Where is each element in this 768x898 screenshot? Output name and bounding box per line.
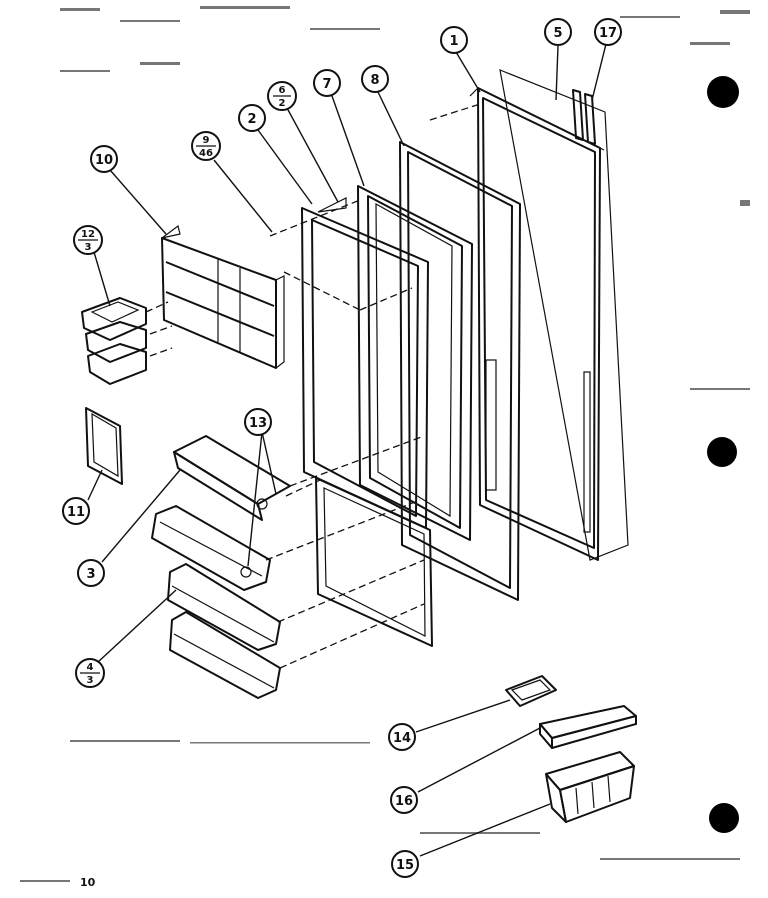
callout-1: 1 [440,26,468,54]
punch-hole-middle [707,437,737,467]
callout-11: 11 [62,497,90,525]
callout-6-2-top: 6 [279,85,286,96]
callout-16-label: 16 [395,794,413,809]
callout-3-label: 3 [86,567,95,582]
callout-12-3-bottom: 3 [85,242,92,253]
assembly-dashed-lines [145,103,481,669]
callout-3: 3 [77,559,105,587]
callout-7: 7 [313,69,341,97]
callout-15-label: 15 [396,858,414,873]
callout-7-label: 7 [322,77,331,92]
plate-part-11 [85,407,123,485]
page-number: 10 [80,876,96,889]
callout-16: 16 [390,786,418,814]
callout-15: 15 [391,850,419,878]
callout-9-46-bottom: 46 [199,148,213,159]
callout-8: 8 [361,65,389,93]
lower-gasket-frame [315,477,433,647]
callout-10-label: 10 [95,153,113,168]
callout-fraction-4-3: 4 3 [75,658,105,688]
basket-part-15 [545,751,635,823]
callout-13: 13 [244,408,272,436]
callout-2: 2 [238,104,266,132]
callout-1-label: 1 [449,34,458,49]
callout-4-3-top: 4 [87,662,94,673]
callout-5-label: 5 [553,26,562,41]
cover-part-16 [539,705,637,749]
leader-lines [87,43,607,857]
tray-part-14 [505,675,557,707]
door-bin-part-4b [169,611,281,699]
callout-13-label: 13 [249,416,267,431]
callout-10: 10 [90,145,118,173]
callout-8-label: 8 [370,73,379,88]
callout-14-label: 14 [393,731,411,746]
punch-hole-bottom [709,803,739,833]
strip-part-17 [572,89,596,145]
egg-tray-part-12 [81,297,147,385]
punch-hole-top [707,76,739,108]
gasket-part-8 [399,141,521,601]
shelf-rack-part-10 [161,224,285,370]
callout-17: 17 [594,18,622,46]
callout-12-3-top: 12 [81,229,95,240]
callout-17-label: 17 [599,26,617,41]
callout-fraction-6-2: 6 2 [267,81,297,111]
door-shell-part-1 [469,87,605,561]
callout-14: 14 [388,723,416,751]
callout-2-label: 2 [247,112,256,127]
panel-part-5 [499,69,629,561]
door-bin-part-4a [167,563,281,651]
callout-4-3-bottom: 3 [87,675,94,686]
callout-fraction-9-46: 9 46 [191,131,221,161]
callout-11-label: 11 [67,505,85,520]
liner-part-7 [357,185,473,541]
callout-6-2-bottom: 2 [279,98,286,109]
door-bin-part-13 [151,505,271,591]
callout-9-46-top: 9 [203,135,210,146]
scan-noise [20,6,750,882]
callout-fraction-12-3: 12 3 [73,225,103,255]
callout-5: 5 [544,18,572,46]
